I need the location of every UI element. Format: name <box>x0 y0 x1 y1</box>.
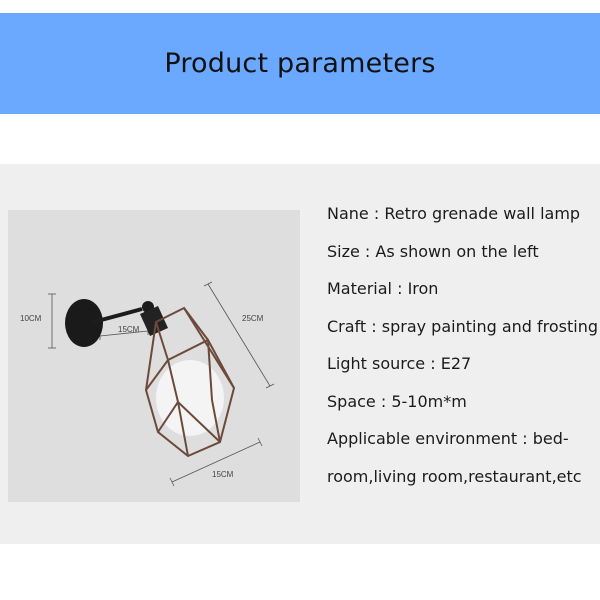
wire-cage <box>144 306 236 458</box>
spec-row: Applicable environment : bed- <box>327 429 569 448</box>
top-margin <box>0 0 600 13</box>
spec-row: Craft : spray painting and frosting <box>327 316 599 336</box>
spec-row: Size : As shown on the left <box>327 241 539 261</box>
lamp-arm <box>89 307 143 325</box>
spec-row: Space : 5-10m*m <box>327 391 467 411</box>
dimension-width <box>169 437 263 487</box>
spacer <box>0 114 600 164</box>
page-title: Product parameters <box>164 48 436 79</box>
wall-plate <box>65 299 103 347</box>
spec-list: Nane : Retro grenade wall lamp Size : As… <box>327 204 599 504</box>
spec-row: Nane : Retro grenade wall lamp <box>327 204 581 223</box>
lamp-bulb <box>156 360 224 436</box>
bottom-margin <box>0 544 600 600</box>
wall-lamp-illustration: 15CM 10CM 25CM 15CM <box>20 281 275 487</box>
spec-row: Material : Iron <box>327 279 439 298</box>
dimension-arm-label: 15CM <box>118 325 140 334</box>
spec-row: room,living room,restaurant,etc <box>327 466 582 486</box>
title-banner: Product parameters <box>0 13 600 114</box>
dimension-height <box>48 293 56 349</box>
dimension-diagonal <box>203 281 275 389</box>
dimension-height-label: 10CM <box>20 314 42 323</box>
product-image: 15CM 10CM 25CM 15CM <box>8 210 300 502</box>
spec-row: Light source : E27 <box>327 354 472 373</box>
lamp-socket <box>140 306 168 336</box>
product-panel: 15CM 10CM 25CM 15CM <box>0 164 600 544</box>
dimension-diagonal-label: 25CM <box>242 314 264 323</box>
dimension-width-label: 15CM <box>212 470 234 479</box>
